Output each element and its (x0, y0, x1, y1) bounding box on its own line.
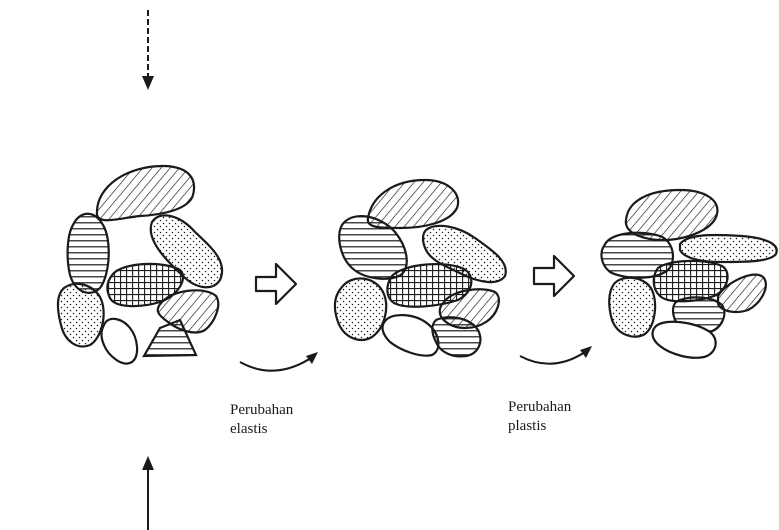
elastic-change-label-line1: Perubahan (230, 401, 293, 420)
bottom-arrow-up-icon (142, 456, 154, 530)
elastic-change-label-line2: elastis (230, 420, 293, 439)
hollow-arrow-right-icon (256, 264, 296, 304)
particle-plain-bottom (383, 315, 439, 356)
particle-dotted-left (58, 284, 104, 347)
plastic-change-label: Perubahan plastis (508, 398, 571, 436)
elastic-change-label: Perubahan elastis (230, 401, 293, 439)
curved-arrow-right-icon (240, 352, 318, 371)
particle-dotted-left (609, 278, 655, 337)
plastic-change-label-line1: Perubahan (508, 398, 571, 417)
plastic-change-label-line2: plastis (508, 417, 571, 436)
particle-crosshatch-center (654, 261, 728, 301)
particle-diagonal-top (97, 166, 194, 220)
particle-cluster-elastic (335, 180, 506, 356)
particle-horizontal-left (68, 214, 109, 293)
particle-dotted-left (335, 278, 386, 339)
hollow-arrow-right-icon (534, 256, 574, 296)
particle-plain-bottom (101, 319, 137, 364)
top-arrow-down-icon (142, 10, 154, 90)
particle-cluster-initial (58, 166, 222, 364)
curved-arrow-right-icon (520, 346, 592, 364)
particle-cluster-plastic (602, 190, 777, 358)
particle-dotted-right (680, 235, 777, 262)
